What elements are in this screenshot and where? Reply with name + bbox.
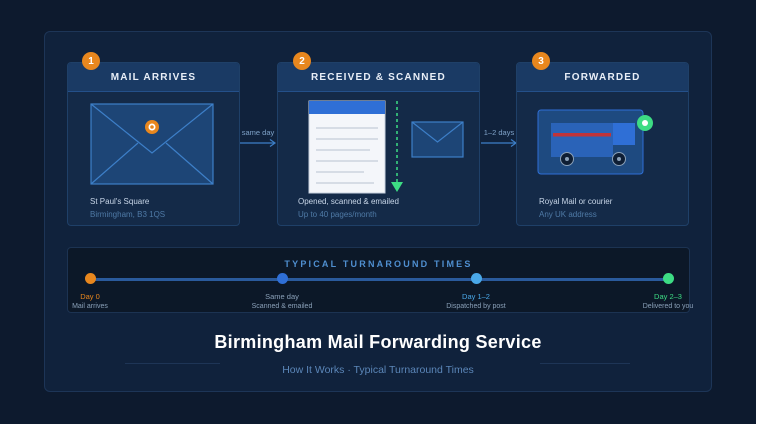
diagram-canvas: MAIL ARRIVES St Paul's Square Birmingham… (0, 0, 756, 424)
page-subtitle: How It Works · Typical Turnaround Times (282, 364, 474, 376)
delivery-van-icon (537, 109, 653, 175)
document-scan-icon (308, 100, 403, 194)
step-card-forwarded: FORWARDED Royal Mail or courier Any UK a… (516, 62, 689, 226)
timeline-dot-day0 (84, 273, 96, 284)
step-postcode: Birmingham, B3 1QS (90, 210, 166, 219)
connector-label: 1–2 days (483, 128, 515, 137)
step-location: St Paul's Square (90, 197, 150, 206)
step-detail: Up to 40 pages/month (298, 210, 377, 219)
timeline-dot-same-day (276, 273, 288, 284)
step-description: Opened, scanned & emailed (298, 197, 399, 206)
step-detail: Any UK address (539, 210, 597, 219)
step-title: RECEIVED & SCANNED (278, 63, 479, 92)
timeline-title: TYPICAL TURNAROUND TIMES (284, 259, 473, 269)
timeline-dot-day2-3 (662, 273, 674, 284)
step-number-badge: 2 (293, 52, 311, 70)
step-number-badge: 1 (82, 52, 100, 70)
timeline-bar (90, 278, 667, 281)
timeline-day-label: Day 0 (80, 292, 100, 301)
step-description: Royal Mail or courier (539, 197, 613, 206)
divider (540, 363, 630, 364)
arrow-right-icon (240, 139, 277, 147)
timeline-day-label: Same day (265, 292, 299, 301)
connector-label: same day (241, 128, 275, 137)
page-title: Birmingham Mail Forwarding Service (214, 332, 542, 352)
step-card-mail-arrives: MAIL ARRIVES St Paul's Square Birmingham… (67, 62, 240, 226)
email-envelope-icon (411, 121, 464, 158)
arrow-right-icon (481, 139, 518, 147)
step-number-badge: 3 (532, 52, 550, 70)
timeline-day-desc: Delivered to you (642, 303, 694, 310)
envelope-icon (90, 103, 214, 185)
timeline-day-desc: Dispatched by post (446, 303, 506, 310)
step-card-received-scanned: RECEIVED & SCANNED Opened, scanned & ema… (277, 62, 480, 226)
timeline-day-label: Day 1–2 (462, 292, 490, 301)
timeline-dot-day1-2 (470, 273, 482, 284)
turnaround-timeline: TYPICAL TURNAROUND TIMES Day 0 Mail arri… (67, 247, 693, 313)
timeline-day-desc: Mail arrives (72, 303, 108, 310)
timeline-day-label: Day 2–3 (654, 292, 682, 301)
divider (125, 363, 220, 364)
timeline-day-desc: Scanned & emailed (251, 303, 313, 310)
